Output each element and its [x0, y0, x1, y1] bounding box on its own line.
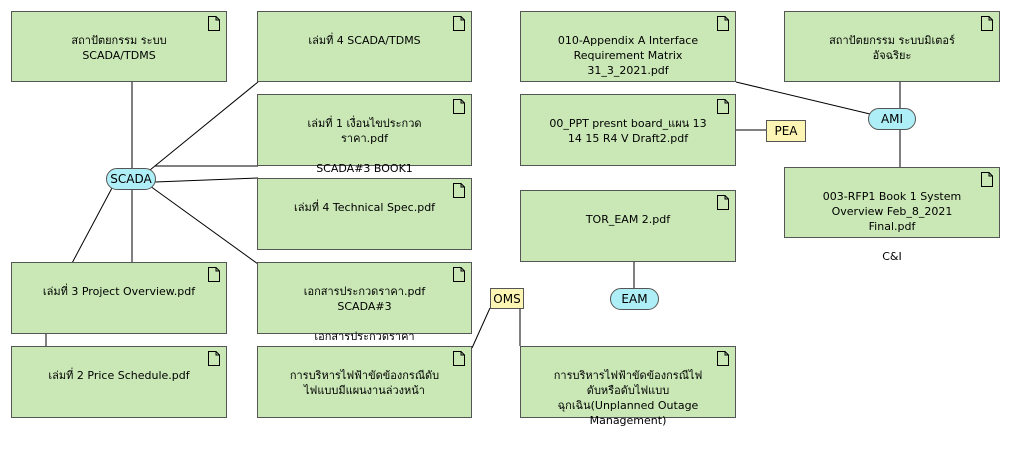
connector-oms-d8	[471, 307, 491, 349]
hub-scada[interactable]: SCADA	[106, 168, 156, 190]
connector-scada-d6	[149, 185, 259, 265]
document-label: เล่มที่ 1 เงื่อนไขประกวดราคา.pdf SCADA#3…	[307, 117, 422, 175]
connector-scada-d4	[154, 177, 259, 183]
tag-oms[interactable]: OMS	[490, 288, 524, 309]
document-icon	[208, 16, 220, 31]
document-label: สถาปัตยกรรม ระบบ SCADA/TDMS	[71, 34, 167, 62]
document-book4-technical-spec[interactable]: เล่มที่ 4 Technical Spec.pdf	[257, 178, 472, 250]
diagram-canvas: สถาปัตยกรรม ระบบ SCADA/TDMS เล่มที่ 4 SC…	[11, 11, 1000, 427]
hub-ami[interactable]: AMI	[868, 108, 916, 130]
connector-scada-d2	[149, 81, 259, 171]
document-label: เล่มที่ 3 Project Overview.pdf	[42, 285, 196, 298]
document-label: เล่มที่ 2 Price Schedule.pdf	[48, 369, 190, 382]
document-icon	[981, 16, 993, 31]
tag-pea[interactable]: PEA	[766, 120, 806, 142]
document-label: 003-RFP1 Book 1 System Overview Feb_8_20…	[822, 190, 962, 263]
document-icon	[453, 183, 465, 198]
document-tor-eam[interactable]: TOR_EAM 2.pdf	[520, 190, 736, 262]
document-appendix-a-interface-matrix[interactable]: 010-Appendix A Interface Requirement Mat…	[520, 11, 736, 82]
document-unplanned-outage[interactable]: การบริหารไฟฟ้าขัดข้องกรณีไฟดับหรือดับไฟแ…	[520, 346, 736, 427]
document-book2-price-schedule[interactable]: เล่มที่ 2 Price Schedule.pdf	[11, 346, 227, 418]
document-book3-project-overview[interactable]: เล่มที่ 3 Project Overview.pdf	[11, 262, 227, 334]
document-ppt-board-draft[interactable]: 00_PPT presnt board_แผน 13 14 15 R4 V Dr…	[520, 94, 736, 166]
document-icon	[717, 16, 729, 31]
document-label: การบริหารไฟฟ้าขัดข้องกรณีดับไฟแบบมีแผนงา…	[289, 369, 440, 397]
document-book1-conditions[interactable]: เล่มที่ 1 เงื่อนไขประกวดราคา.pdf SCADA#3…	[257, 94, 472, 175]
connector-lines	[45, 81, 901, 349]
document-label: สถาปัตยกรรม ระบบมิเตอร์อัจฉริยะ	[829, 34, 955, 62]
document-book4-scada-tdms[interactable]: เล่มที่ 4 SCADA/TDMS	[257, 11, 472, 82]
document-label: เล่มที่ 4 SCADA/TDMS	[308, 34, 421, 47]
document-label: TOR_EAM 2.pdf	[585, 213, 671, 226]
document-icon	[453, 351, 465, 366]
document-planned-outage[interactable]: การบริหารไฟฟ้าขัดข้องกรณีดับไฟแบบมีแผนงา…	[257, 346, 472, 418]
document-label: เอกสารประกวดราคา.pdf SCADA#3 เอกสารประกว…	[303, 285, 426, 343]
document-icon	[208, 351, 220, 366]
connector-ami-d9	[735, 81, 871, 115]
document-label: 00_PPT presnt board_แผน 13 14 15 R4 V Dr…	[549, 117, 707, 145]
document-label: การบริหารไฟฟ้าขัดข้องกรณีไฟดับหรือดับไฟแ…	[553, 369, 703, 427]
document-icon	[981, 172, 993, 187]
document-bidding-docs[interactable]: เอกสารประกวดราคา.pdf SCADA#3 เอกสารประกว…	[257, 262, 472, 343]
document-scada-architecture[interactable]: สถาปัตยกรรม ระบบ SCADA/TDMS	[11, 11, 227, 82]
document-label: เล่มที่ 4 Technical Spec.pdf	[293, 201, 436, 214]
document-label: 010-Appendix A Interface Requirement Mat…	[557, 34, 699, 77]
document-icon	[453, 16, 465, 31]
document-icon	[717, 351, 729, 366]
document-icon	[453, 99, 465, 114]
document-icon	[453, 267, 465, 282]
document-rfp1-system-overview[interactable]: 003-RFP1 Book 1 System Overview Feb_8_20…	[784, 167, 1000, 263]
document-icon	[208, 267, 220, 282]
document-smart-meter-architecture[interactable]: สถาปัตยกรรม ระบบมิเตอร์อัจฉริยะ	[784, 11, 1000, 82]
hub-eam[interactable]: EAM	[610, 288, 659, 310]
document-icon	[717, 99, 729, 114]
document-icon	[717, 195, 729, 210]
